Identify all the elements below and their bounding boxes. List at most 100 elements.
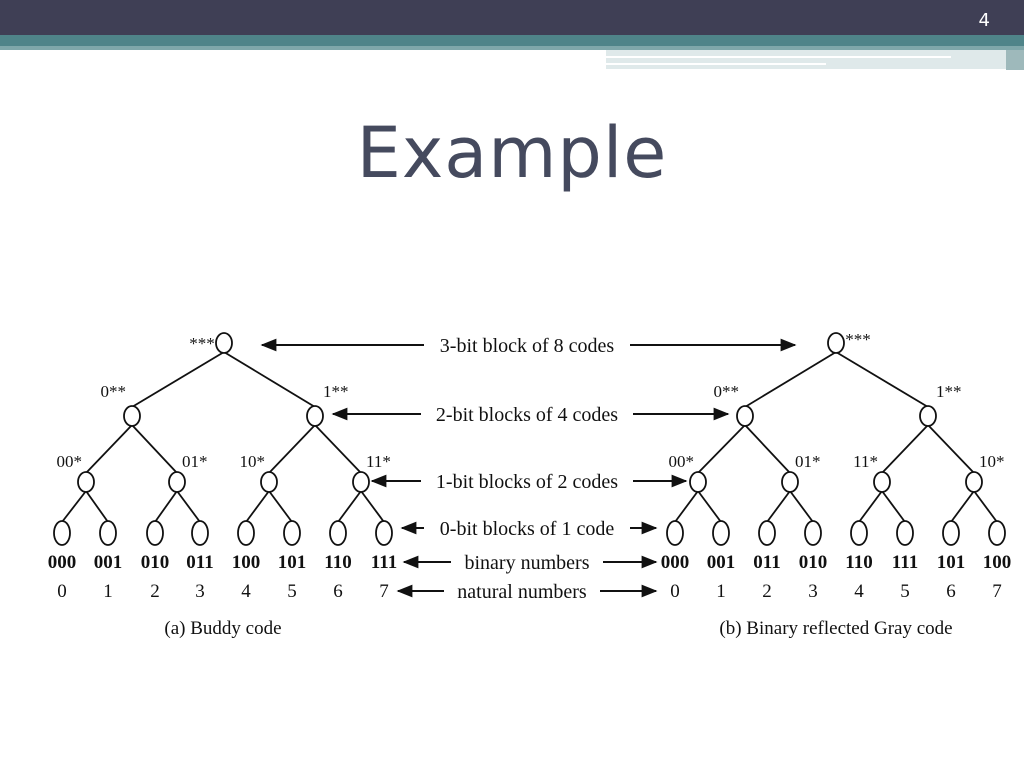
tree-node xyxy=(283,520,301,546)
center-label: 3-bit block of 8 codes xyxy=(440,335,615,357)
tree-edge xyxy=(337,490,362,523)
tree-node xyxy=(896,520,914,546)
tree-node xyxy=(873,471,891,493)
tree-node xyxy=(329,520,347,546)
binary-number: 110 xyxy=(324,552,351,573)
binary-number: 101 xyxy=(278,552,307,573)
tree-node xyxy=(804,520,822,546)
tree-edge xyxy=(973,490,998,523)
tree-edge xyxy=(314,424,362,474)
header-band-dark xyxy=(0,0,1024,35)
header-side-strip xyxy=(1006,50,1024,70)
binary-number: 011 xyxy=(753,552,780,573)
level2-label: 11* xyxy=(853,452,878,471)
header-band-teal-light xyxy=(0,46,1024,50)
tree-edge xyxy=(223,351,316,408)
tree-edge xyxy=(858,490,883,523)
level1-label: 1** xyxy=(323,382,349,401)
tree-node xyxy=(123,405,141,427)
tree-caption: (b) Binary reflected Gray code xyxy=(719,618,952,639)
tree-edge xyxy=(789,490,814,523)
level1-label: 0** xyxy=(101,382,127,401)
root-label: *** xyxy=(189,334,215,353)
root-label: *** xyxy=(845,330,871,349)
tree-node xyxy=(237,520,255,546)
tree-edge xyxy=(360,490,385,523)
tree-edge xyxy=(131,351,225,408)
binary-number: 001 xyxy=(707,552,736,573)
natural-number: 0 xyxy=(670,581,680,602)
slide-title: Example xyxy=(356,112,668,194)
tree-node xyxy=(965,471,983,493)
tree-edge xyxy=(245,490,270,523)
tree-node xyxy=(99,520,117,546)
center-label: 2-bit blocks of 4 codes xyxy=(436,404,618,426)
tree-node xyxy=(352,471,370,493)
natural-number: 7 xyxy=(992,581,1002,602)
natural-number: 4 xyxy=(854,581,864,602)
center-label: natural numbers xyxy=(457,581,587,603)
tree-node xyxy=(758,520,776,546)
tree-node xyxy=(168,471,186,493)
level1-label: 0** xyxy=(714,382,740,401)
tree-edge xyxy=(131,424,178,474)
tree-node xyxy=(781,471,799,493)
tree-node xyxy=(827,332,845,354)
slide-number: 4 xyxy=(978,10,990,31)
tree-node xyxy=(306,405,324,427)
tree-edge xyxy=(176,490,201,523)
tree-node xyxy=(260,471,278,493)
binary-number: 101 xyxy=(937,552,966,573)
tree-edge xyxy=(85,424,133,474)
center-label: 1-bit blocks of 2 codes xyxy=(436,471,618,493)
tree-node xyxy=(919,405,937,427)
level2-label: 00* xyxy=(57,452,83,471)
natural-number: 7 xyxy=(379,581,389,602)
tree-edge xyxy=(927,424,975,474)
natural-number: 0 xyxy=(57,581,67,602)
center-label: 0-bit blocks of 1 code xyxy=(440,518,615,540)
natural-number: 6 xyxy=(946,581,956,602)
header-rule xyxy=(606,56,951,58)
natural-number: 5 xyxy=(287,581,297,602)
level2-label: 10* xyxy=(240,452,266,471)
tree-node xyxy=(712,520,730,546)
tree-edge xyxy=(766,490,791,523)
tree-node xyxy=(988,520,1006,546)
natural-number: 6 xyxy=(333,581,343,602)
level2-label: 01* xyxy=(795,452,821,471)
tree-edge xyxy=(697,424,746,474)
binary-number: 111 xyxy=(892,552,918,573)
binary-number: 011 xyxy=(186,552,213,573)
natural-number: 1 xyxy=(716,581,726,602)
tree-node xyxy=(375,520,393,546)
natural-number: 3 xyxy=(808,581,818,602)
tree-edge xyxy=(744,424,791,474)
binary-number: 001 xyxy=(94,552,123,573)
natural-number: 5 xyxy=(900,581,910,602)
tree-edge xyxy=(674,490,699,523)
tree-edge xyxy=(268,490,293,523)
tree-node xyxy=(850,520,868,546)
tree-edge xyxy=(697,490,722,523)
binary-number: 000 xyxy=(661,552,690,573)
tree-node xyxy=(736,405,754,427)
binary-number: 100 xyxy=(983,552,1012,573)
level2-label: 11* xyxy=(366,452,391,471)
natural-number: 2 xyxy=(150,581,160,602)
tree-edge xyxy=(881,424,929,474)
binary-number: 100 xyxy=(232,552,261,573)
natural-number: 4 xyxy=(241,581,251,602)
center-labels: 3-bit block of 8 codes 2-bit blocks of 4 … xyxy=(260,335,797,603)
tree-edge xyxy=(835,351,929,408)
level2-label: 01* xyxy=(182,452,208,471)
center-label: binary numbers xyxy=(465,552,590,574)
level2-label: 10* xyxy=(979,452,1005,471)
tree-node xyxy=(191,520,209,546)
natural-number: 2 xyxy=(762,581,772,602)
tree-edge xyxy=(268,424,316,474)
level1-label: 1** xyxy=(936,382,962,401)
